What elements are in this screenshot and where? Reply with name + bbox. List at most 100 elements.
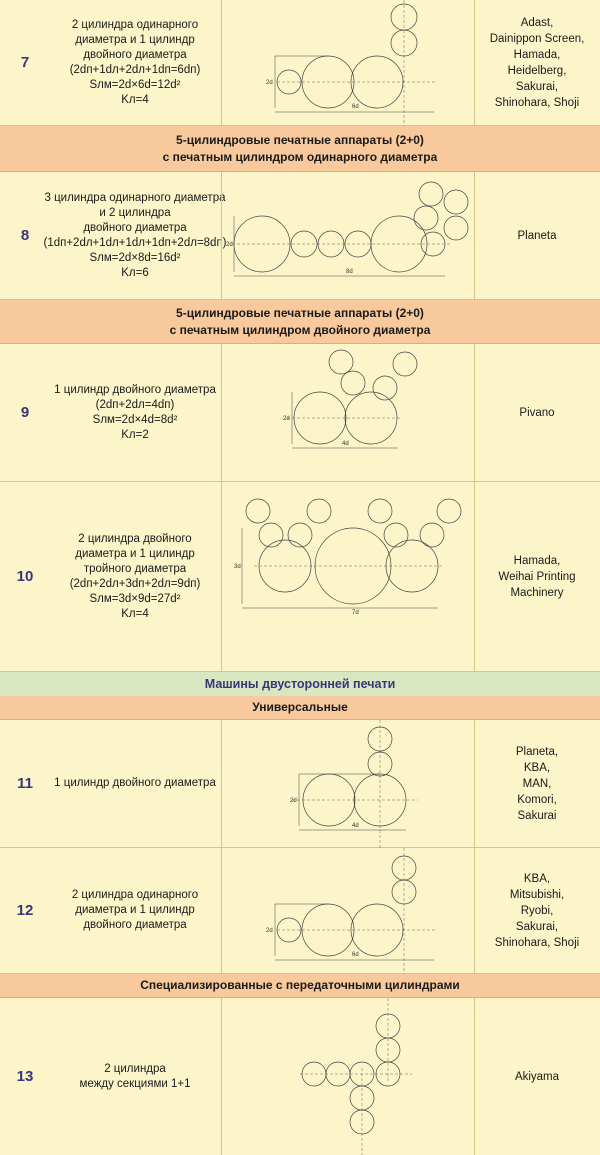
cylinder-circle	[392, 351, 418, 377]
cylinder-diagram-svg: 2d 6d	[266, 848, 437, 974]
cylinder-diagram: 2d 4d	[221, 344, 475, 481]
manufacturers: Pivano	[474, 344, 600, 481]
row-description: 1 цилиндр двойного диаметра	[50, 720, 220, 847]
row-number: 8	[20, 227, 30, 244]
dimension-label: 2d	[266, 928, 273, 934]
cylinder-diagram: 2d 4d	[221, 720, 475, 848]
row-number: 7	[20, 54, 30, 71]
cylinder-circle	[350, 55, 404, 109]
desc-line: Kл=6	[121, 266, 149, 279]
cylinder-circle	[385, 539, 439, 593]
section-header-line: Специализированные с передаточными цилин…	[140, 978, 460, 992]
manufacturer: Planeta,	[515, 745, 559, 758]
row-description: 2 цилиндра между секциями 1+1	[50, 998, 220, 1155]
desc-line: диаметра и 1 цилиндр	[75, 904, 195, 916]
manufacturers: Adast, Dainippon Screen, Hamada, Heidelb…	[474, 0, 600, 125]
cylinder-circle	[290, 230, 318, 258]
dimension-label: 4d	[352, 823, 359, 829]
dimension-label: 6d	[352, 104, 359, 110]
cylinder-circle	[317, 230, 345, 258]
manufacturers: Planeta	[474, 172, 600, 299]
desc-line: двойного диаметра	[83, 221, 187, 234]
row-description: 2 цилиндра двойного диаметра и 1 цилиндр…	[50, 482, 220, 671]
row-description: 3 цилиндра одинарного диаметра и 2 цилин…	[43, 172, 226, 299]
cylinder-circle	[413, 205, 439, 231]
table-row-11: 11 1 цилиндр двойного диаметра 2d 4d Pla…	[0, 720, 600, 848]
dimension-label: 3d	[234, 564, 241, 570]
row-number: 9	[20, 404, 30, 421]
dimension-label: 2d	[226, 242, 233, 248]
manufacturer: Dainippon Screen,	[489, 32, 585, 45]
cylinder-diagram	[221, 998, 475, 1155]
desc-line: и 2 цилиндра	[99, 206, 171, 219]
desc-line: 3 цилиндра одинарного диаметра	[44, 191, 226, 204]
desc-line: 2 цилиндра одинарного	[71, 889, 199, 901]
manufacturer: MAN,	[522, 777, 552, 790]
section-header-line: с печатным цилиндром одинарного диаметра	[162, 149, 438, 164]
cylinder-circle	[306, 498, 332, 524]
desc-line: Kл=2	[121, 428, 149, 441]
cylinder-circle	[245, 498, 271, 524]
cylinder-circle	[391, 855, 417, 881]
desc-line: Kл=4	[121, 93, 149, 106]
dimension-label: 7d	[352, 610, 359, 616]
cylinder-circle	[287, 522, 313, 548]
cylinder-circle	[383, 522, 409, 548]
manufacturer: Heidelberg,	[507, 64, 567, 77]
row-number: 10	[16, 568, 34, 585]
manufacturers: Planeta, KBA, MAN, Komori, Sakurai	[474, 720, 600, 847]
desc-line: (1dп+2dл+1dл+1dл+1dп+2dл=8dп)	[43, 236, 227, 249]
dimension-label: 2d	[290, 798, 297, 804]
manufacturer: Ryobi,	[520, 904, 554, 917]
cylinder-circle	[314, 527, 392, 605]
cylinder-diagram-svg: 2d 8d	[226, 181, 469, 277]
section-header-line: 5-цилиндровые печатные аппараты (2+0)	[176, 305, 424, 320]
cylinder-diagram-svg: 2d 6d	[266, 0, 437, 126]
cylinder-circle	[443, 189, 469, 215]
desc-line: Sлм=2d×6d=12d²	[89, 78, 181, 91]
manufacturer: Shinohara, Shoji	[494, 936, 580, 949]
manufacturer: Sakurai	[517, 809, 557, 822]
manufacturer: Machinery	[510, 586, 564, 599]
desc-line: диаметра и 1 цилиндр	[75, 547, 195, 560]
section-header: 5-цилиндровые печатные аппараты (2+0) с …	[0, 300, 600, 344]
cylinder-circle	[349, 1109, 375, 1135]
cylinder-diagram: 2d 6d	[221, 848, 475, 974]
manufacturer: Sakurai,	[515, 80, 559, 93]
manufacturers: KBA, Mitsubishi, Ryobi, Sakurai, Shinoha…	[474, 848, 600, 973]
cylinder-circle	[419, 522, 445, 548]
table-row-8: 8 3 цилиндра одинарного диаметра и 2 цил…	[0, 172, 600, 300]
desc-line: Sлм=3d×9d=27d²	[89, 592, 181, 605]
cylinder-diagram: 3d 7d	[221, 482, 475, 671]
manufacturer: Pivano	[519, 406, 555, 419]
cylinder-circle	[328, 349, 354, 375]
section-header: 5-цилиндровые печатные аппараты (2+0) с …	[0, 126, 600, 172]
row-number: 12	[16, 902, 34, 919]
table-row-7: 7 2 цилиндра одинарного диаметра и 1 цил…	[0, 0, 600, 126]
table-row-10: 10 2 цилиндра двойного диаметра и 1 цили…	[0, 482, 600, 672]
manufacturers: Hamada, Weihai Printing Machinery	[474, 482, 600, 671]
desc-line: (2dп+2dл+3dп+2dл=9dп)	[69, 577, 201, 590]
cylinder-circle	[390, 3, 418, 31]
cylinder-diagram-svg: 2d 4d	[283, 349, 418, 449]
cylinder-circle	[418, 181, 444, 207]
cylinder-circle	[370, 215, 428, 273]
cylinder-circle	[375, 1013, 401, 1039]
desc-line: Kл=4	[121, 607, 149, 620]
table-row-9: 9 1 цилиндр двойного диаметра (2dп+2dл=4…	[0, 344, 600, 482]
manufacturer: Hamada,	[513, 48, 561, 61]
desc-line: двойного диаметра	[83, 48, 187, 61]
dimension-label: 8d	[346, 269, 353, 275]
manufacturer: Shinohara, Shoji	[494, 96, 580, 109]
manufacturer: KBA,	[523, 761, 551, 774]
desc-line: (2dп+1dл+2dл+1dп=6dп)	[69, 63, 201, 76]
desc-line: Sлм=2d×8d=16d²	[89, 251, 181, 264]
manufacturer: Adast,	[520, 16, 554, 29]
cylinder-circle	[372, 375, 398, 401]
cylinder-circle	[340, 370, 366, 396]
cylinder-circle	[350, 903, 404, 957]
section-header: Машины двусторонней печати	[0, 672, 600, 696]
dimension-label: 4d	[342, 441, 349, 447]
desc-line: диаметра и 1 цилиндр	[75, 33, 195, 46]
desc-line: 2 цилиндра одинарного	[71, 18, 199, 31]
